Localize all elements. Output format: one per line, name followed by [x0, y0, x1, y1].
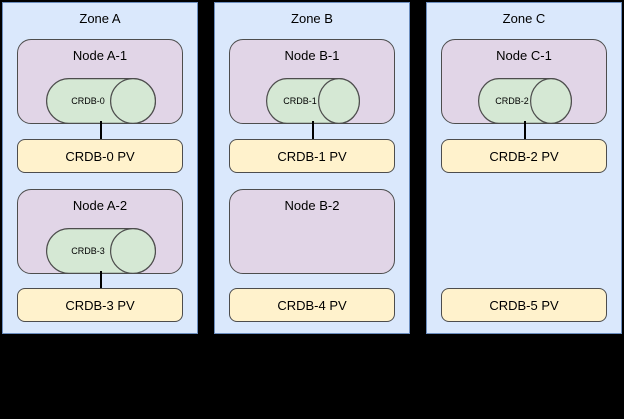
zone-a-panel[interactable]: Zone A Node A-1 CRDB-0 CRDB-0 PV Node A-… [2, 2, 198, 334]
zone-c-title: Zone C [502, 11, 546, 26]
database-cylinder-crdb-1[interactable]: CRDB-1 [266, 78, 360, 124]
node-b-2-box[interactable]: Node B-2 [229, 189, 395, 274]
connector-node-a-2-to-pv [100, 271, 102, 291]
zone-a-title: Zone A [79, 11, 121, 26]
pv-crdb-0-box[interactable]: CRDB-0 PV [17, 139, 183, 173]
connector-node-c-1-to-pv [524, 121, 526, 141]
database-cylinder-crdb-3[interactable]: CRDB-3 [46, 228, 156, 274]
zone-b-title: Zone B [291, 11, 333, 26]
pv-crdb-2-box[interactable]: CRDB-2 PV [441, 139, 607, 173]
pv-crdb-5-box[interactable]: CRDB-5 PV [441, 288, 607, 322]
node-a-2-label: Node A-2 [72, 198, 128, 213]
node-a-1-box[interactable]: Node A-1 CRDB-0 [17, 39, 183, 124]
zone-c-panel[interactable]: Zone C Node C-1 CRDB-2 CRDB-2 PV CRDB-5 … [426, 2, 622, 334]
connector-node-a-1-to-pv [100, 121, 102, 141]
node-c-1-label: Node C-1 [496, 48, 552, 63]
node-c-1-box[interactable]: Node C-1 CRDB-2 [441, 39, 607, 124]
pv-crdb-1-box[interactable]: CRDB-1 PV [229, 139, 395, 173]
node-a-1-label: Node A-1 [72, 48, 128, 63]
pv-crdb-3-box[interactable]: CRDB-3 PV [17, 288, 183, 322]
node-a-2-box[interactable]: Node A-2 CRDB-3 [17, 189, 183, 274]
node-b-1-label: Node B-1 [284, 48, 340, 63]
zone-b-panel[interactable]: Zone B Node B-1 CRDB-1 CRDB-1 PV Node B-… [214, 2, 410, 334]
database-cylinder-crdb-2[interactable]: CRDB-2 [478, 78, 572, 124]
pv-crdb-4-box[interactable]: CRDB-4 PV [229, 288, 395, 322]
node-b-2-label: Node B-2 [284, 198, 340, 213]
database-cylinder-crdb-0[interactable]: CRDB-0 [46, 78, 156, 124]
node-b-1-box[interactable]: Node B-1 CRDB-1 [229, 39, 395, 124]
connector-node-b-1-to-pv [312, 121, 314, 141]
